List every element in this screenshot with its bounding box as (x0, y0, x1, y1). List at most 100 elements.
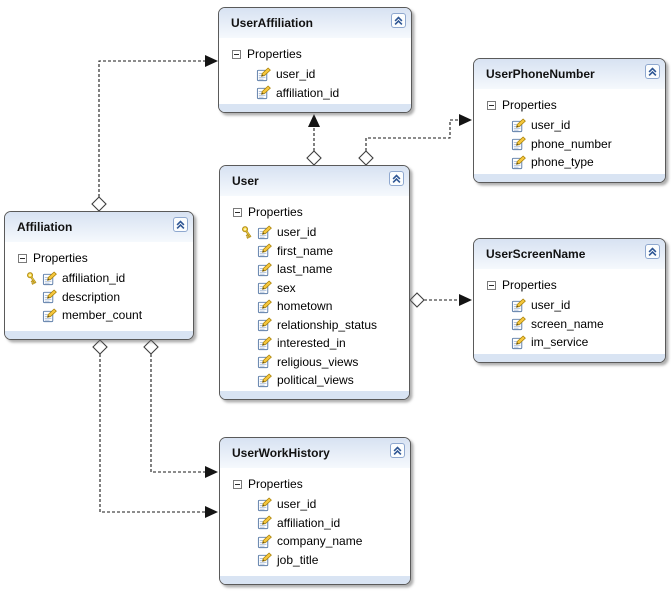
entity-footer (220, 391, 409, 399)
properties-section-header[interactable]: Properties (487, 97, 665, 113)
key-icon (25, 271, 39, 285)
property-icon (511, 298, 526, 313)
property-row[interactable]: phone_type (474, 153, 665, 172)
property-row[interactable]: affiliation_id (5, 269, 193, 288)
properties-section-header[interactable]: Properties (233, 476, 410, 492)
property-row[interactable]: user_id (220, 223, 409, 242)
property-row[interactable]: hometown (220, 297, 409, 316)
connector-affiliation-userworkhistory-2[interactable] (92, 339, 218, 518)
connector-user-userphonenumber[interactable] (358, 114, 472, 166)
property-row[interactable]: user_id (474, 296, 665, 315)
connector-user-useraffiliation[interactable] (306, 114, 322, 166)
property-row[interactable]: religious_views (220, 353, 409, 372)
property-row[interactable]: description (5, 288, 193, 307)
property-rows: affiliation_id description member_count (5, 269, 193, 325)
collapse-button[interactable] (391, 13, 406, 28)
minus-square-icon[interactable] (233, 208, 242, 217)
entity-header[interactable]: UserScreenName (474, 239, 665, 269)
diamond-end (91, 196, 107, 212)
collapse-button[interactable] (645, 244, 660, 259)
entity-body: Properties user_id affiliation_id (219, 38, 411, 104)
property-label: user_id (531, 118, 571, 133)
property-row[interactable]: user_id (474, 116, 665, 135)
entity-userscreenname[interactable]: UserScreenName Properties user_id screen… (473, 238, 666, 363)
property-row[interactable]: interested_in (220, 334, 409, 353)
property-label: affiliation_id (276, 85, 340, 100)
entity-affiliation[interactable]: Affiliation Properties affiliation_id de… (4, 211, 194, 340)
property-label: affiliation_id (62, 271, 126, 286)
entity-header[interactable]: UserAffiliation (219, 8, 411, 38)
property-label: description (62, 289, 121, 304)
property-label: user_id (277, 497, 317, 512)
property-row[interactable]: user_id (219, 65, 411, 84)
properties-label: Properties (33, 251, 88, 265)
property-row[interactable]: company_name (220, 532, 410, 551)
properties-section-header[interactable]: Properties (233, 204, 409, 220)
property-label: job_title (277, 552, 319, 567)
property-label: last_name (277, 262, 333, 277)
properties-section-header[interactable]: Properties (487, 277, 665, 293)
entity-footer (474, 354, 665, 362)
property-icon (257, 373, 272, 388)
minus-square-icon[interactable] (18, 254, 27, 263)
property-row[interactable]: phone_number (474, 135, 665, 154)
entity-userworkhistory[interactable]: UserWorkHistory Properties user_id affil… (219, 437, 411, 585)
properties-label: Properties (248, 205, 303, 219)
entity-footer (5, 331, 193, 339)
property-icon (257, 354, 272, 369)
property-row[interactable]: sex (220, 279, 409, 298)
minus-square-icon[interactable] (487, 101, 496, 110)
property-row[interactable]: im_service (474, 333, 665, 352)
entity-footer (220, 576, 410, 584)
property-row[interactable]: last_name (220, 260, 409, 279)
property-row[interactable]: affiliation_id (219, 84, 411, 103)
entity-body: Properties user_id screen_name im_servic… (474, 269, 665, 354)
property-row[interactable]: screen_name (474, 315, 665, 334)
arrowhead (205, 55, 218, 67)
property-row[interactable]: job_title (220, 551, 410, 570)
entity-title: UserAffiliation (231, 16, 314, 30)
entity-header[interactable]: Affiliation (5, 212, 193, 242)
property-rows: user_id phone_number phone_type (474, 116, 665, 172)
collapse-button[interactable] (645, 64, 660, 79)
arrowhead (459, 114, 472, 126)
property-row[interactable]: affiliation_id (220, 514, 410, 533)
entity-user[interactable]: User Properties user_id first_name last_… (219, 165, 410, 400)
property-label: hometown (277, 299, 333, 314)
minus-square-icon[interactable] (232, 50, 241, 59)
entity-header[interactable]: UserPhoneNumber (474, 59, 665, 89)
collapse-button[interactable] (389, 171, 404, 186)
collapse-button[interactable] (390, 443, 405, 458)
property-row[interactable]: user_id (220, 495, 410, 514)
property-icon (257, 552, 272, 567)
entity-useraffiliation[interactable]: UserAffiliation Properties user_id affil… (218, 7, 412, 113)
properties-section-header[interactable]: Properties (232, 46, 411, 62)
connector-affiliation-useraffiliation[interactable] (91, 55, 218, 212)
entity-userphonenumber[interactable]: UserPhoneNumber Properties user_id phone… (473, 58, 666, 183)
property-label: sex (277, 280, 296, 295)
property-icon (42, 308, 57, 323)
collapse-button[interactable] (173, 217, 188, 232)
property-row[interactable]: political_views (220, 371, 409, 390)
properties-label: Properties (502, 278, 557, 292)
property-row[interactable]: first_name (220, 242, 409, 261)
property-label: screen_name (531, 316, 604, 331)
connector-affiliation-userworkhistory-1[interactable] (143, 339, 218, 478)
property-label: company_name (277, 534, 363, 549)
property-row[interactable]: relationship_status (220, 316, 409, 335)
properties-section-header[interactable]: Properties (18, 250, 193, 266)
chevron-double-up-icon (174, 218, 187, 231)
minus-square-icon[interactable] (233, 480, 242, 489)
entity-header[interactable]: UserWorkHistory (220, 438, 410, 468)
entity-footer (474, 174, 665, 182)
properties-label: Properties (247, 47, 302, 61)
entity-header[interactable]: User (220, 166, 409, 196)
property-row[interactable]: member_count (5, 306, 193, 325)
property-icon (511, 316, 526, 331)
chevron-double-up-icon (392, 14, 405, 27)
minus-square-icon[interactable] (487, 281, 496, 290)
connector-user-userscreenname[interactable] (409, 292, 472, 308)
property-label: member_count (62, 308, 143, 323)
